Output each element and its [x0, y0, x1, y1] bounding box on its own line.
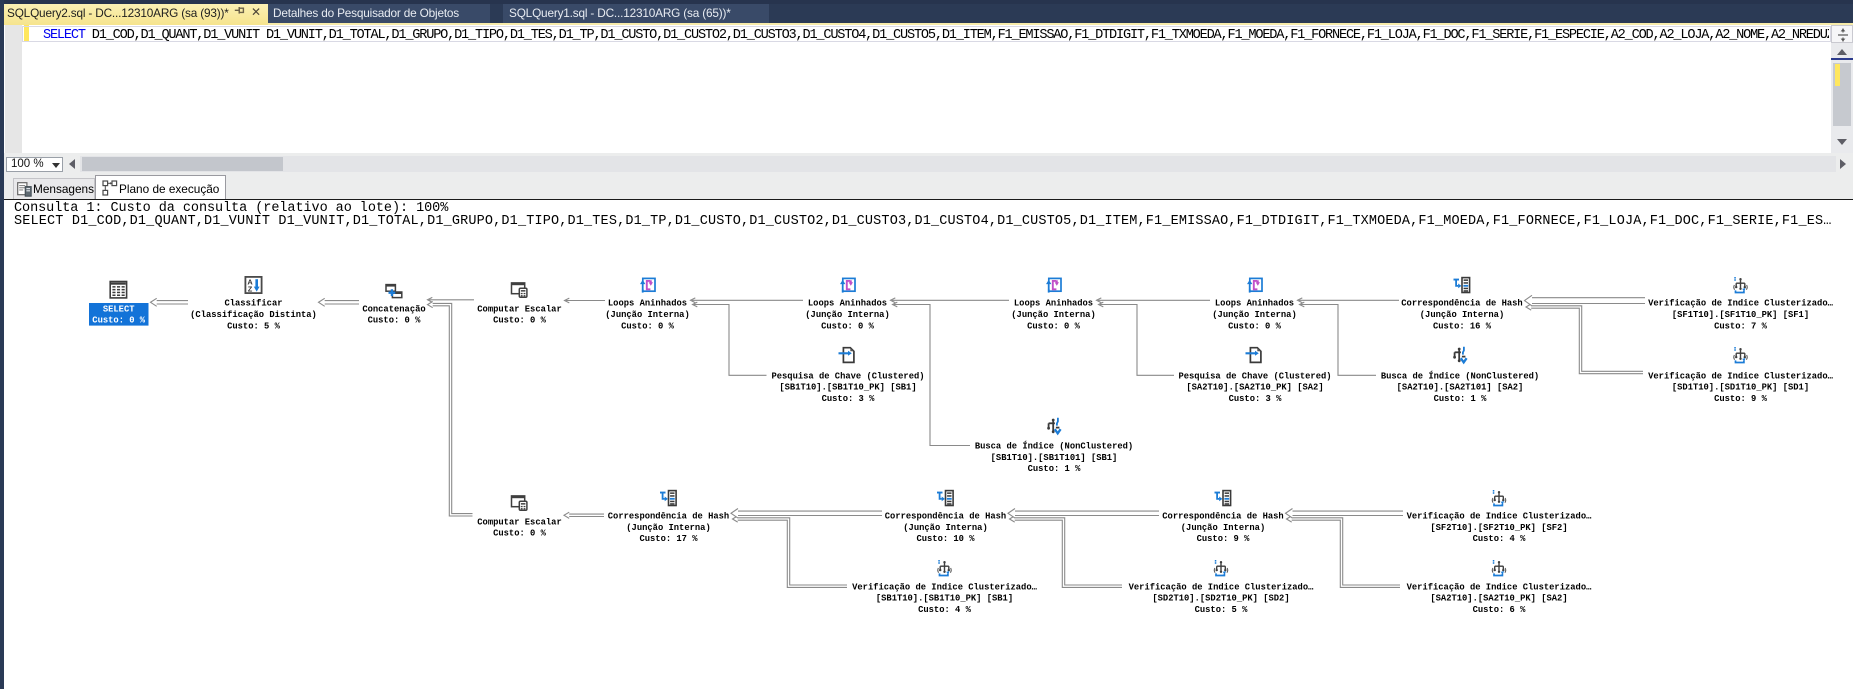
svg-text:(Junção Interna): (Junção Interna)	[1212, 310, 1296, 320]
svg-text:(Junção Interna): (Junção Interna)	[1181, 523, 1265, 533]
svg-text:Custo: 6 %: Custo: 6 %	[1473, 605, 1527, 615]
svg-text:Verificação de Indice Clusteri: Verificação de Indice Clusterizado…	[1407, 582, 1592, 592]
svg-text:[SB1T10].[SB1T10_PK] [SB1]: [SB1T10].[SB1T10_PK] [SB1]	[876, 594, 1013, 604]
svg-text:(Classificação Distinta): (Classificação Distinta)	[190, 310, 317, 320]
svg-text:Custo: 3 %: Custo: 3 %	[822, 394, 876, 404]
svg-text:Custo: 4 %: Custo: 4 %	[1473, 534, 1527, 544]
svg-text:Correspondência de Hash: Correspondência de Hash	[1162, 512, 1283, 522]
svg-text:Custo: 4 %: Custo: 4 %	[918, 605, 972, 615]
svg-text:Computar Escalar: Computar Escalar	[477, 517, 561, 527]
svg-text:Loops Aninhados: Loops Aninhados	[1014, 299, 1093, 309]
svg-text:Pesquisa de Chave (Clustered): Pesquisa de Chave (Clustered)	[1178, 371, 1331, 381]
svg-text:(Junção Interna): (Junção Interna)	[626, 523, 710, 533]
svg-text:(Junção Interna): (Junção Interna)	[1420, 310, 1504, 320]
svg-text:[SB1T10].[SB1T101] [SB1]: [SB1T10].[SB1T101] [SB1]	[991, 453, 1118, 463]
svg-text:Custo: 0 %: Custo: 0 %	[92, 316, 146, 326]
svg-text:Custo: 0 %: Custo: 0 %	[493, 316, 547, 326]
svg-text:Custo: 17 %: Custo: 17 %	[639, 534, 698, 544]
svg-text:(Junção Interna): (Junção Interna)	[1011, 310, 1095, 320]
svg-text:Busca de Índice (NonClustered): Busca de Índice (NonClustered)	[1381, 370, 1539, 381]
svg-text:Correspondência de Hash: Correspondência de Hash	[608, 512, 729, 522]
svg-text:Classificar: Classificar	[224, 299, 282, 309]
svg-text:Busca de Índice (NonClustered): Busca de Índice (NonClustered)	[975, 441, 1133, 452]
svg-text:[SA2T10].[SA2T10_PK] [SA2]: [SA2T10].[SA2T10_PK] [SA2]	[1430, 594, 1567, 604]
svg-text:SELECT: SELECT	[103, 304, 135, 314]
svg-text:Custo: 1 %: Custo: 1 %	[1028, 464, 1082, 474]
svg-text:Custo: 0 %: Custo: 0 %	[1228, 321, 1282, 331]
svg-text:(Junção Interna): (Junção Interna)	[903, 523, 987, 533]
svg-text:[SB1T10].[SB1T10_PK] [SB1]: [SB1T10].[SB1T10_PK] [SB1]	[779, 383, 916, 393]
svg-text:Custo: 7 %: Custo: 7 %	[1714, 321, 1768, 331]
svg-text:[SD1T10].[SD1T10_PK] [SD1]: [SD1T10].[SD1T10_PK] [SD1]	[1672, 383, 1809, 393]
svg-text:[SA2T10].[SA2T101] [SA2]: [SA2T10].[SA2T101] [SA2]	[1397, 383, 1524, 393]
svg-text:Custo: 0 %: Custo: 0 %	[493, 529, 547, 539]
svg-text:(Junção Interna): (Junção Interna)	[605, 310, 689, 320]
svg-text:Custo: 0 %: Custo: 0 %	[368, 316, 422, 326]
svg-text:Custo: 0 %: Custo: 0 %	[1027, 321, 1081, 331]
svg-text:Verificação de Indice Clusteri: Verificação de Indice Clusterizado…	[852, 582, 1037, 592]
svg-text:Correspondência de Hash: Correspondência de Hash	[885, 512, 1006, 522]
svg-text:Custo: 3 %: Custo: 3 %	[1229, 394, 1283, 404]
svg-text:Verificação de Indice Clusteri: Verificação de Indice Clusterizado…	[1648, 371, 1833, 381]
svg-text:Loops Aninhados: Loops Aninhados	[1215, 299, 1294, 309]
svg-text:[SD2T10].[SD2T10_PK] [SD2]: [SD2T10].[SD2T10_PK] [SD2]	[1152, 594, 1289, 604]
svg-text:Correspondência de Hash: Correspondência de Hash	[1401, 299, 1522, 309]
svg-text:Custo: 0 %: Custo: 0 %	[621, 321, 675, 331]
svg-text:Custo: 5 %: Custo: 5 %	[1195, 605, 1249, 615]
svg-text:Custo: 9 %: Custo: 9 %	[1714, 394, 1768, 404]
svg-text:Custo: 9 %: Custo: 9 %	[1197, 534, 1251, 544]
svg-text:(Junção Interna): (Junção Interna)	[805, 310, 889, 320]
svg-text:Computar Escalar: Computar Escalar	[477, 304, 561, 314]
svg-text:Verificação de Indice Clusteri: Verificação de Indice Clusterizado…	[1407, 512, 1592, 522]
svg-text:Loops Aninhados: Loops Aninhados	[608, 299, 687, 309]
svg-text:Verificação de Indice Clusteri: Verificação de Indice Clusterizado…	[1648, 299, 1833, 309]
svg-text:[SF2T10].[SF2T10_PK] [SF2]: [SF2T10].[SF2T10_PK] [SF2]	[1430, 523, 1567, 533]
svg-text:[SA2T10].[SA2T10_PK] [SA2]: [SA2T10].[SA2T10_PK] [SA2]	[1186, 383, 1323, 393]
svg-text:Loops Aninhados: Loops Aninhados	[808, 299, 887, 309]
svg-text:Custo: 0 %: Custo: 0 %	[821, 321, 875, 331]
svg-text:Custo: 1 %: Custo: 1 %	[1434, 394, 1488, 404]
svg-text:Verificação de Indice Clusteri: Verificação de Indice Clusterizado…	[1129, 582, 1314, 592]
svg-text:Custo: 10 %: Custo: 10 %	[916, 534, 975, 544]
svg-text:[SF1T10].[SF1T10_PK] [SF1]: [SF1T10].[SF1T10_PK] [SF1]	[1672, 310, 1809, 320]
svg-text:Concatenação: Concatenação	[362, 304, 425, 314]
svg-text:Custo: 16 %: Custo: 16 %	[1433, 321, 1492, 331]
svg-text:Custo: 5 %: Custo: 5 %	[227, 321, 281, 331]
svg-text:Pesquisa de Chave (Clustered): Pesquisa de Chave (Clustered)	[771, 371, 924, 381]
